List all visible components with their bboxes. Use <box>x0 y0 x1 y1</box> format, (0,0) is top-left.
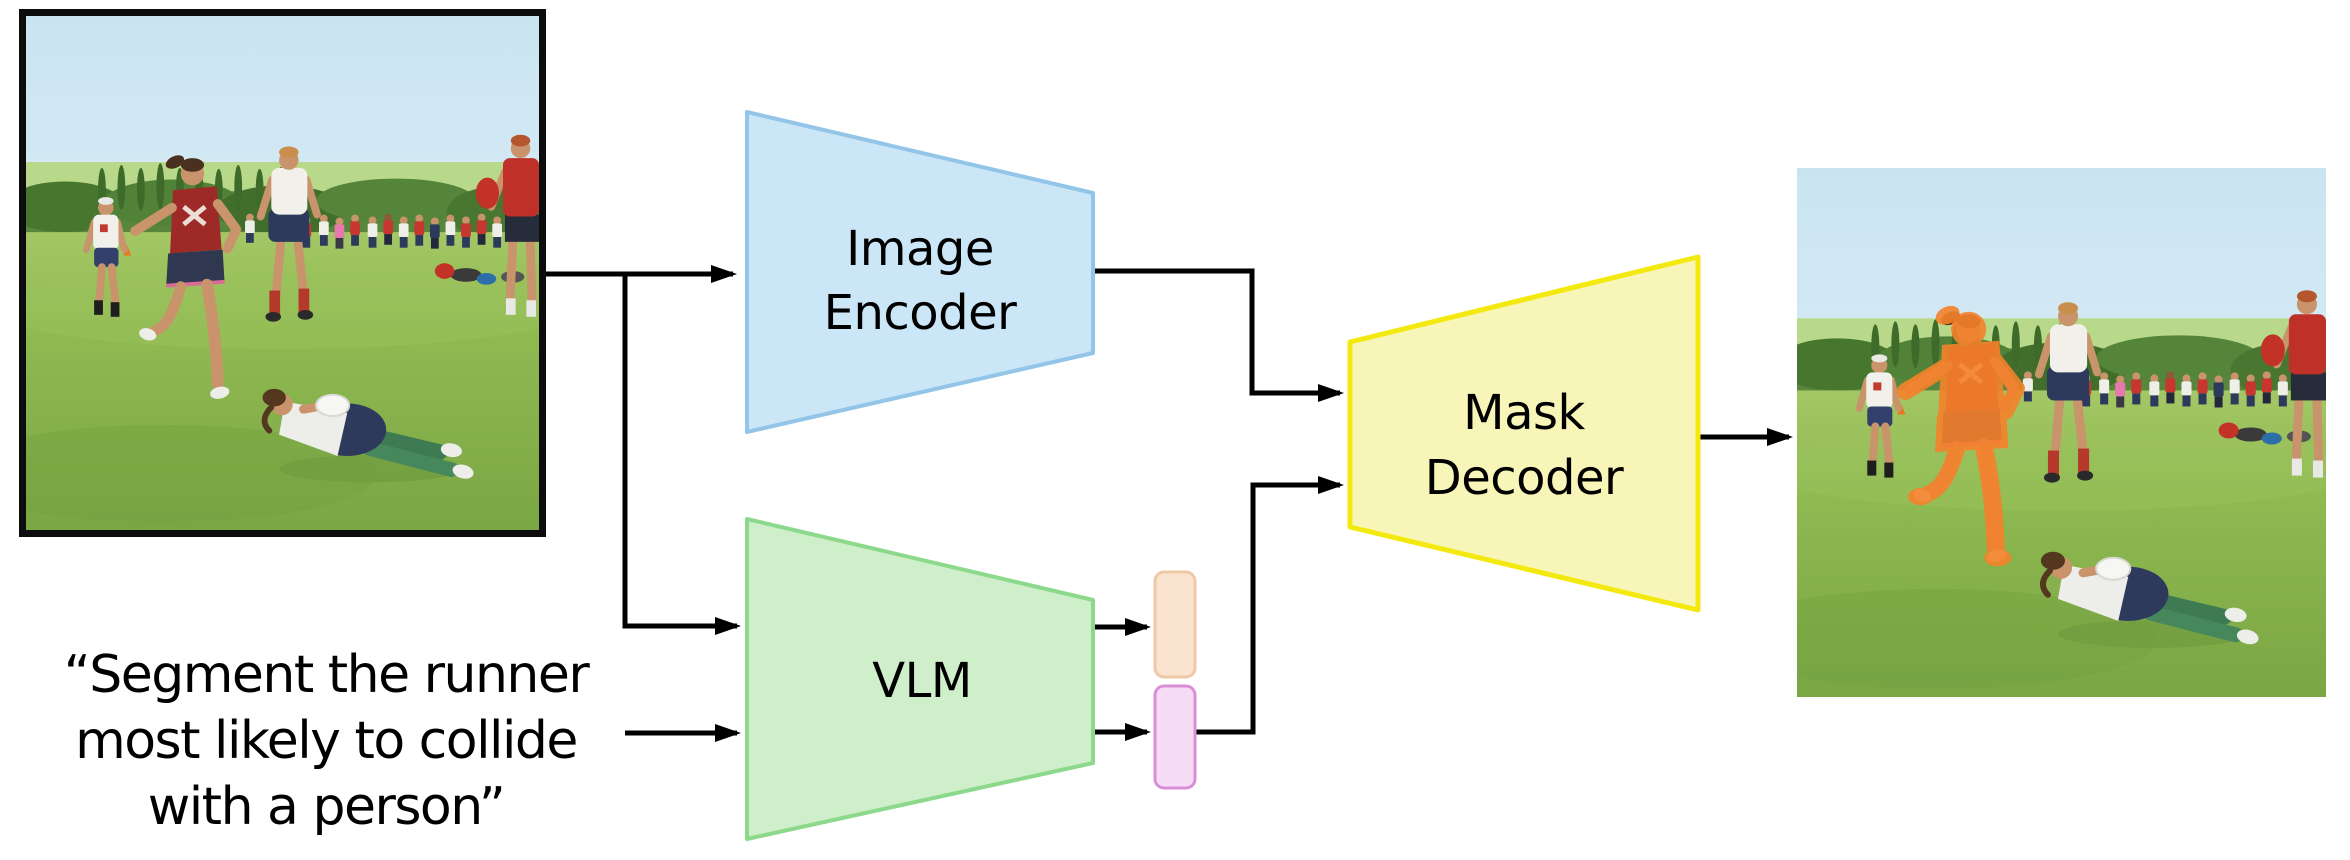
prompt-line-3: with a person” <box>148 777 505 837</box>
prompt-line-1: “Segment the runner <box>64 645 591 705</box>
arrow-image-to-vlm <box>622 274 741 635</box>
mask-decoder-label-line1: Mask <box>1463 385 1585 441</box>
input-image <box>19 9 546 537</box>
pink-token <box>1153 684 1197 790</box>
mask-decoder-block <box>1347 254 1701 613</box>
prompt-line-2: most likely to collide <box>75 711 577 771</box>
mask-decoder-label-line2: Decoder <box>1425 450 1624 506</box>
image-encoder-block <box>745 110 1095 434</box>
vlm-label: VLM <box>872 653 972 709</box>
image-encoder-label-line1: Image <box>846 221 994 277</box>
arrows <box>546 265 1793 742</box>
peach-token <box>1153 570 1197 679</box>
arrow-pink-token-to-decoder <box>1195 476 1344 735</box>
output-image <box>1717 168 2350 697</box>
vlm-block <box>745 517 1095 841</box>
prompt-text: “Segment the runner most likely to colli… <box>64 645 592 837</box>
arrow-encoder-to-decoder <box>1093 268 1344 402</box>
image-encoder-label-line2: Encoder <box>824 285 1018 341</box>
